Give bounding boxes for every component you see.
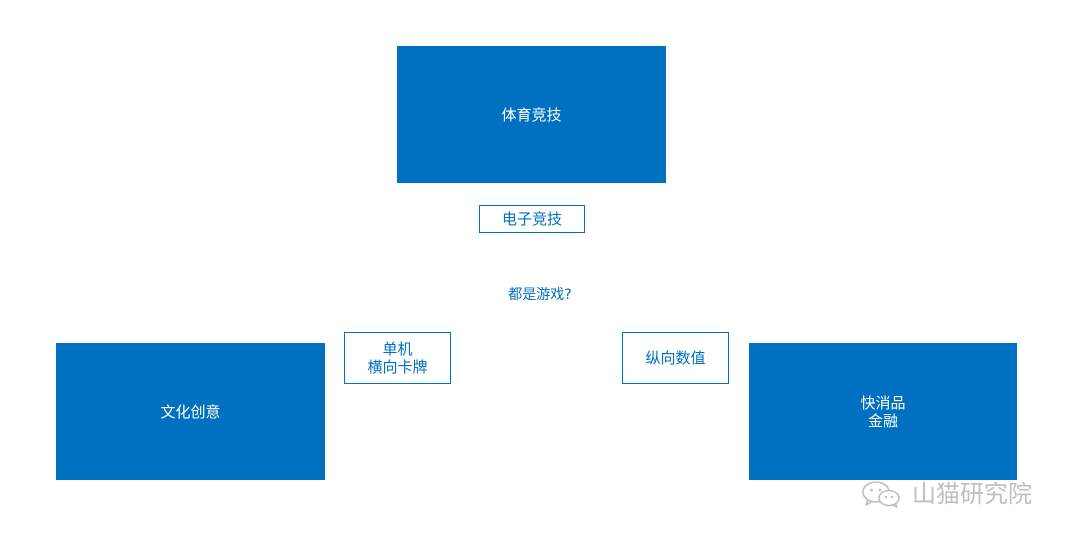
culture-label: 文化创意 — [160, 402, 221, 421]
single-label: 单机 — [382, 340, 413, 358]
center-question: 都是游戏? — [508, 287, 572, 303]
watermark: 山猫研究院 — [860, 478, 1060, 510]
sports-label: 体育竞技 — [501, 105, 562, 124]
culture-box: 文化创意 — [56, 343, 325, 480]
esports-label: 电子竞技 — [501, 210, 562, 228]
horizontal-cards-label: 横向卡牌 — [367, 358, 428, 376]
esports-tag: 电子竞技 — [479, 205, 585, 233]
wechat-icon — [862, 481, 900, 508]
single-horizontal-tag: 单机 横向卡牌 — [344, 332, 451, 384]
fmcg-finance-box: 快消品 金融 — [749, 343, 1017, 480]
vertical-numeric-tag: 纵向数值 — [622, 332, 729, 384]
sports-box: 体育竞技 — [397, 46, 666, 183]
watermark-text: 山猫研究院 — [912, 480, 1032, 508]
finance-label: 金融 — [867, 411, 898, 430]
fmcg-label: 快消品 — [860, 393, 906, 412]
vertical-numeric-label: 纵向数值 — [645, 349, 706, 367]
